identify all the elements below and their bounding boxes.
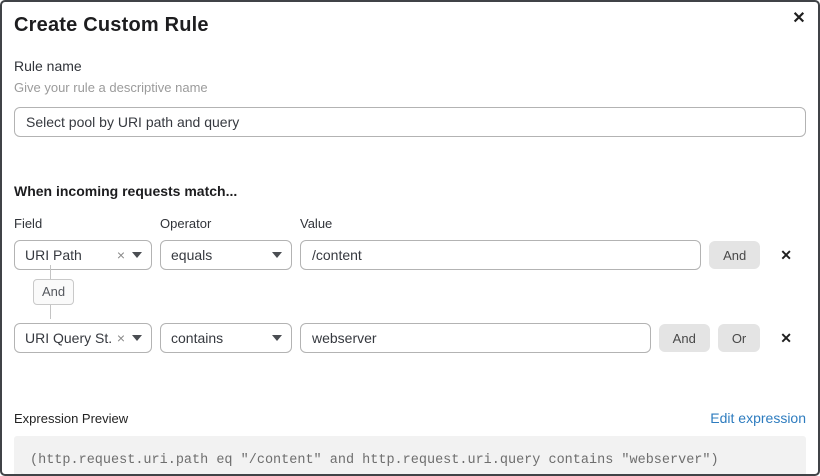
chevron-down-icon <box>132 252 142 258</box>
condition-row: URI Query St... × contains And Or ✕ <box>14 323 792 353</box>
value-input[interactable] <box>300 323 651 353</box>
or-button[interactable]: Or <box>717 324 761 352</box>
and-button[interactable]: And <box>658 324 710 352</box>
expression-header: Expression Preview Edit expression <box>14 410 806 426</box>
column-labels: Field Operator Value <box>14 216 808 231</box>
clear-icon[interactable]: × <box>116 330 125 346</box>
expression-code: (http.request.uri.path eq "/content" and… <box>14 436 806 474</box>
operator-select[interactable]: contains <box>160 323 292 353</box>
field-select[interactable]: URI Path × <box>14 240 152 270</box>
operator-select-value: contains <box>171 330 224 346</box>
remove-condition-icon[interactable]: ✕ <box>780 330 792 346</box>
chevron-down-icon <box>272 252 282 258</box>
field-select-value: URI Query St... <box>25 330 113 346</box>
page-title: Create Custom Rule <box>14 14 209 36</box>
expression-preview-section: Expression Preview Edit expression (http… <box>14 410 806 474</box>
field-column-label: Field <box>14 216 43 231</box>
remove-condition-icon[interactable]: ✕ <box>780 247 792 263</box>
rule-name-input[interactable] <box>14 107 806 137</box>
chevron-down-icon <box>132 335 142 341</box>
operator-column-label: Operator <box>160 216 212 231</box>
chevron-down-icon <box>272 335 282 341</box>
condition-connector: And <box>14 265 808 319</box>
conditions-section: When incoming requests match... Field Op… <box>14 183 808 353</box>
operator-select-value: equals <box>171 247 213 263</box>
and-button[interactable]: And <box>709 241 761 269</box>
rule-name-hint: Give your rule a descriptive name <box>14 80 208 95</box>
condition-row: URI Path × equals And ✕ <box>14 240 792 270</box>
field-select[interactable]: URI Query St... × <box>14 323 152 353</box>
operator-select[interactable]: equals <box>160 240 292 270</box>
field-select-value: URI Path <box>25 247 82 263</box>
rule-name-label: Rule name <box>14 58 82 74</box>
edit-expression-link[interactable]: Edit expression <box>710 410 806 426</box>
value-column-label: Value <box>300 216 333 231</box>
conditions-heading: When incoming requests match... <box>14 183 238 199</box>
connector-and-badge: And <box>33 279 75 305</box>
value-input[interactable] <box>300 240 702 270</box>
clear-icon[interactable]: × <box>116 247 125 263</box>
rule-name-section: Rule name Give your rule a descriptive n… <box>14 58 806 137</box>
expression-preview-label: Expression Preview <box>14 410 129 426</box>
close-icon[interactable]: ✕ <box>788 8 810 30</box>
